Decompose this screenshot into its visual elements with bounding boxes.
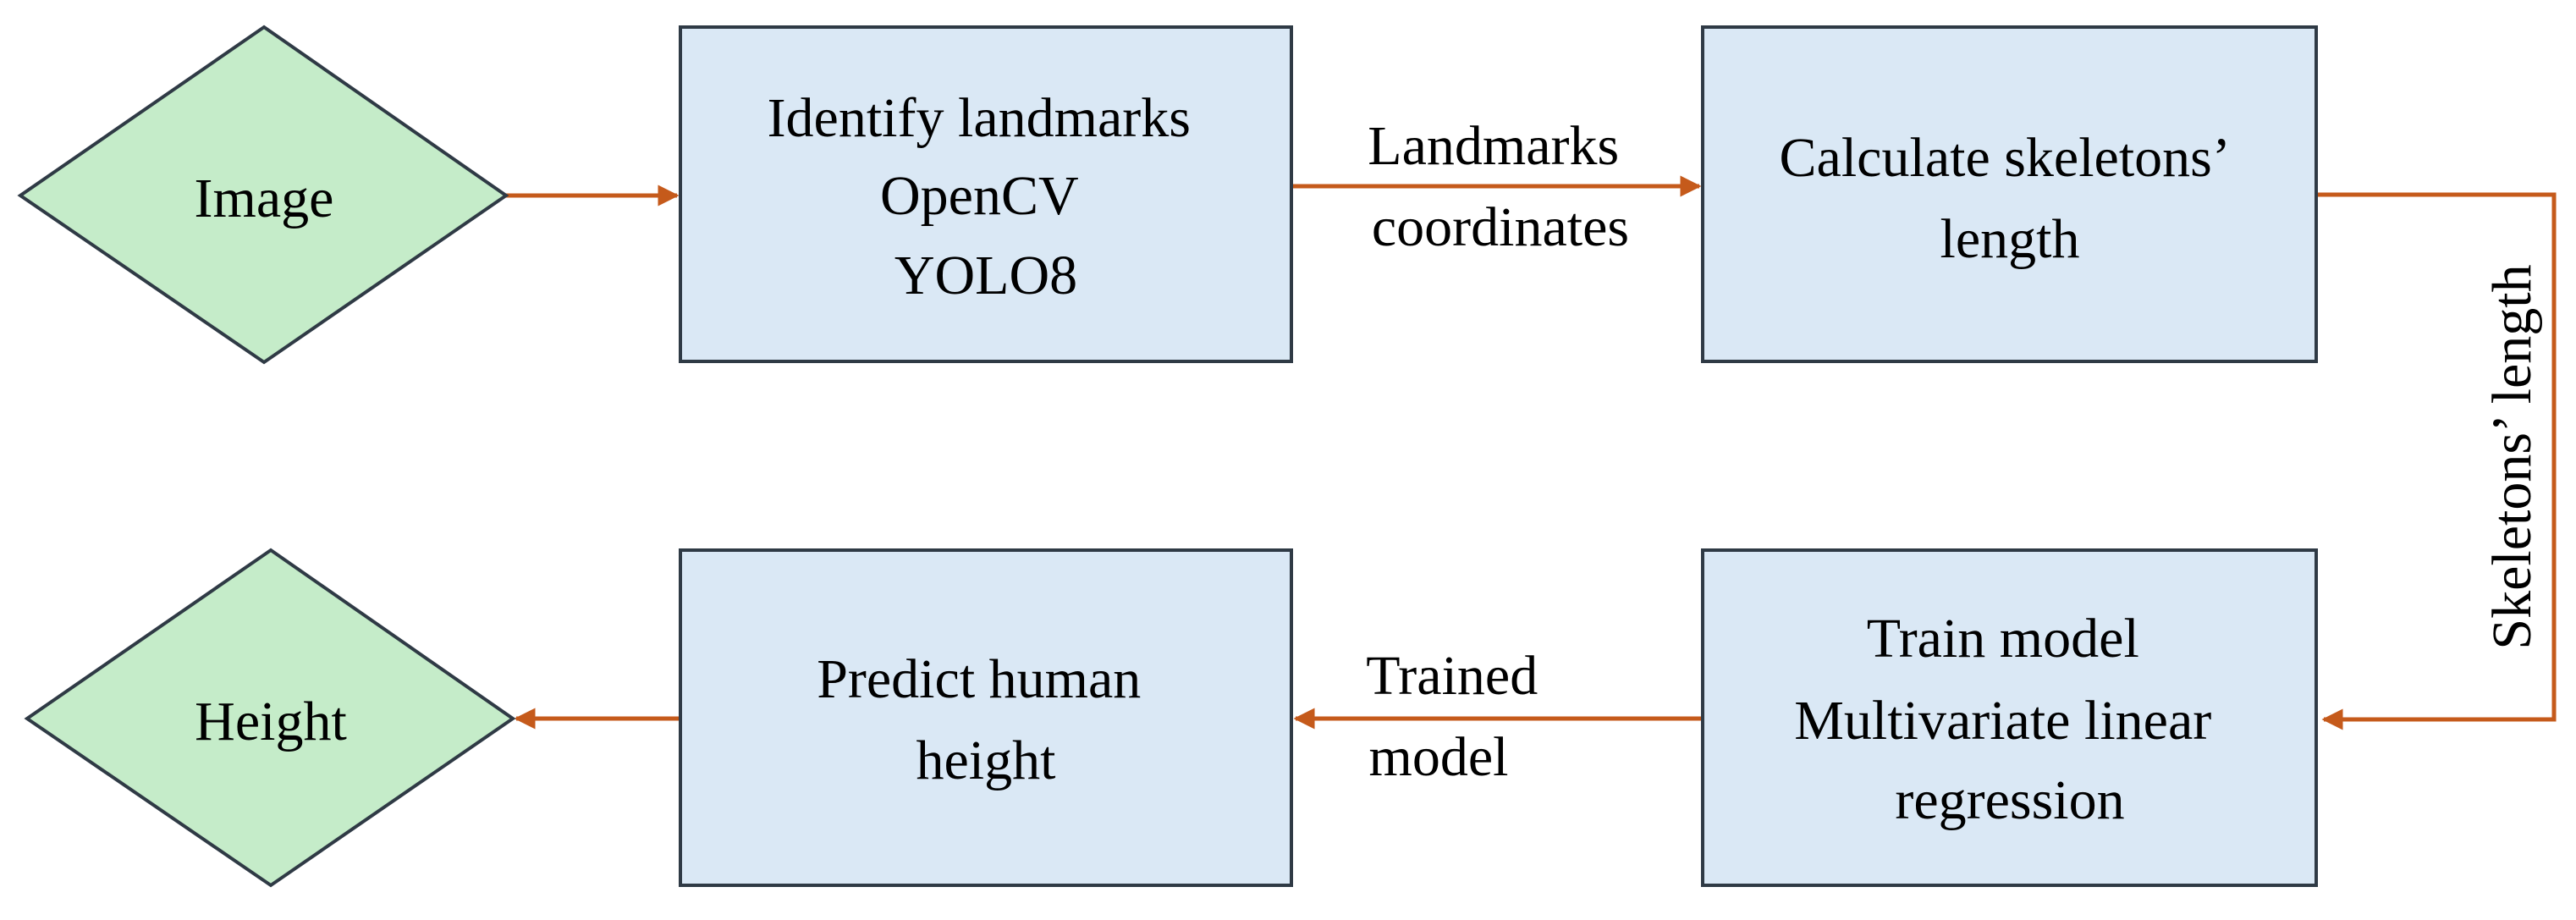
identify-landmarks-box [679, 25, 1293, 363]
edge-label-skeletons-length: Skeletons’ length [2481, 264, 2543, 649]
image-label: Image [195, 168, 334, 229]
predict-human-height-box [679, 548, 1293, 887]
edge-label-trained-model: Trained model [1366, 645, 1551, 788]
node-calculate-skeletons-length: Calculate skeletons’ length [1701, 25, 2318, 363]
calculate-skeletons-length-label: Calculate skeletons’ length [1780, 127, 2241, 270]
node-predict-human-height: Predict human height [679, 548, 1293, 887]
train-model-label: Train model Multivariate linear regressi… [1794, 608, 2225, 831]
identify-landmarks-label: Identify landmarks OpenCV YOLO8 [768, 87, 1205, 306]
height-label: Height [195, 691, 347, 752]
predict-human-height-label: Predict human height [817, 648, 1155, 791]
height-diamond-shape [24, 548, 516, 888]
node-image: Image [17, 25, 509, 365]
train-model-box [1701, 548, 2318, 887]
node-height: Height [24, 548, 516, 888]
calculate-skeletons-length-box [1701, 25, 2318, 363]
edge-label-landmarks-coordinates: Landmarks coordinates [1368, 115, 1632, 258]
edge-calculate-to-train [2316, 192, 2557, 730]
image-diamond-shape [17, 25, 509, 365]
node-train-model: Train model Multivariate linear regressi… [1701, 548, 2318, 887]
node-identify-landmarks: Identify landmarks OpenCV YOLO8 [679, 25, 1293, 363]
